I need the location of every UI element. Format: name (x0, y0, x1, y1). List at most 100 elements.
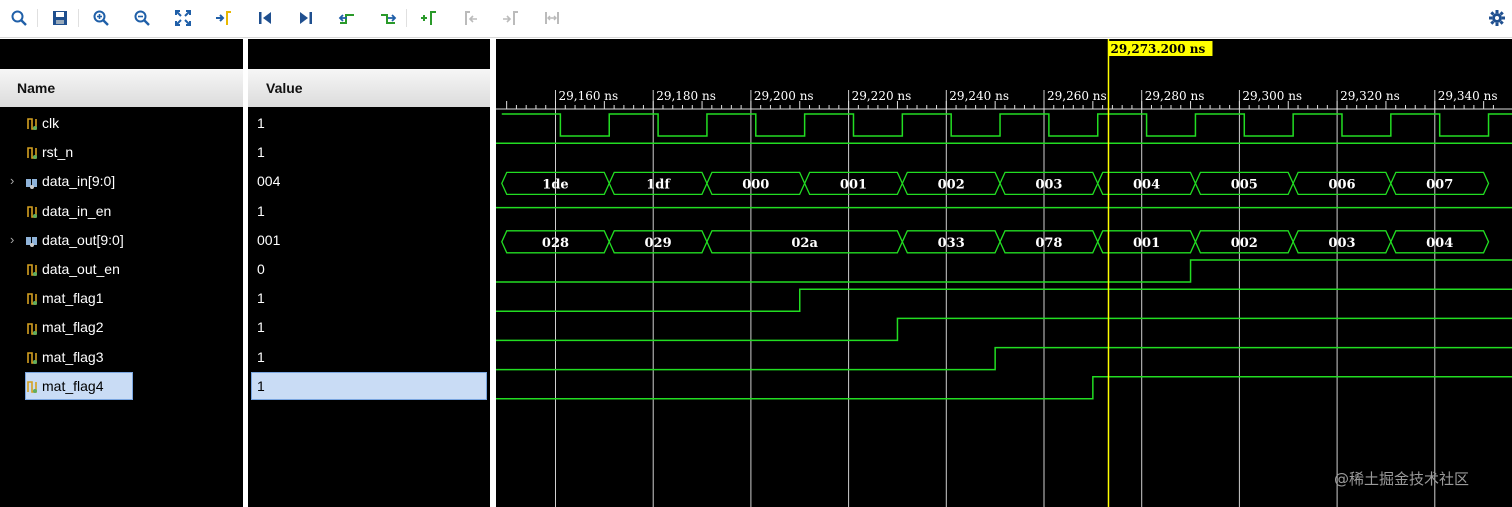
data-in-value-label: 005 (1231, 177, 1258, 192)
signal-name-label: mat_flag3 (42, 348, 104, 365)
signal-name-data_out_en[interactable]: data_out_en (26, 256, 226, 282)
bit-signal-icon (27, 381, 37, 394)
signal-name-data_out[interactable]: › data_out[9:0] (10, 227, 226, 253)
waveform-canvas[interactable]: 29,160 ns 29,180 ns 29,200 ns 29,220 ns 29,2… (496, 39, 1512, 507)
time-tick-label: 29,340 ns (1438, 89, 1498, 103)
signal-name-data_in[interactable]: › data_in[9:0] (10, 168, 226, 194)
zoom-in-icon[interactable] (90, 7, 112, 29)
zoom-fit-icon[interactable] (172, 7, 194, 29)
data-in-value-label: 006 (1328, 177, 1355, 192)
signal-value[interactable]: 0 (257, 261, 265, 277)
signal-name-label: rst_n (42, 144, 74, 161)
time-tick-label: 29,200 ns (754, 89, 814, 103)
signal-name-mat_flag4[interactable]: mat_flag4 (25, 371, 133, 400)
panel-splitter[interactable] (243, 39, 248, 507)
cursor-time-label: 29,273.200 ns (1110, 42, 1205, 56)
signal-value[interactable]: 1 (257, 319, 265, 336)
data-in-value-label: 002 (938, 177, 965, 192)
value-panel (248, 39, 490, 507)
time-tick-label: 29,180 ns (656, 89, 716, 103)
data-in-segment (1390, 171, 1490, 196)
data-out-value-label: 078 (1035, 236, 1062, 251)
mat-flag2-waveform (496, 317, 1512, 342)
bit-signal-icon (27, 118, 37, 131)
time-tick-label: 29,240 ns (949, 89, 1009, 103)
data-in-value-label: 001 (840, 177, 867, 192)
panel-splitter[interactable] (490, 39, 496, 507)
signal-value[interactable]: 1 (257, 144, 265, 161)
signal-name-label: data_in_en (42, 202, 112, 219)
toolbar (0, 0, 1512, 38)
data-in-value-label: 1df (646, 177, 671, 192)
time-tick-label: 29,160 ns (559, 89, 619, 103)
bit-signal-icon (27, 206, 37, 218)
data-out-segment (1390, 230, 1490, 254)
mat-flag3-waveform (496, 346, 1512, 371)
signal-value[interactable]: 1 (257, 348, 265, 365)
next-marker-icon (500, 7, 522, 29)
signal-name-mat_flag3[interactable]: mat_flag3 (26, 344, 226, 370)
data-in-value-label: 1de (542, 177, 568, 192)
signal-name-label: mat_flag1 (42, 290, 104, 307)
signal-name-label: clk (42, 115, 60, 131)
signal-name-label: mat_flag2 (42, 319, 104, 336)
swap-cursors-icon (541, 7, 563, 29)
signal-name-rst_n[interactable]: rst_n (26, 139, 226, 165)
signal-value[interactable]: 1 (257, 290, 265, 307)
data-out-value-label: 028 (542, 236, 569, 251)
data-in-value-label: 004 (1133, 177, 1160, 192)
name-column-header[interactable]: Name (0, 69, 243, 107)
bus-signal-icon (26, 237, 37, 248)
go-to-start-icon[interactable] (254, 7, 276, 29)
signal-name-mat_flag1[interactable]: mat_flag1 (26, 285, 226, 311)
data-in-value-label: 007 (1426, 177, 1453, 192)
expand-chevron-icon[interactable]: › (10, 173, 15, 189)
next-transition-icon[interactable] (377, 7, 399, 29)
time-tick-label: 29,280 ns (1145, 89, 1205, 103)
mat-flag1-waveform (496, 288, 1512, 312)
bus-signal-icon (26, 178, 37, 189)
expand-chevron-icon[interactable]: › (10, 231, 15, 247)
signal-name-mat_flag2[interactable]: mat_flag2 (26, 314, 226, 340)
data-out-value-label: 029 (645, 236, 672, 251)
name-panel (0, 39, 243, 507)
signal-name-data_in_en[interactable]: data_in_en (26, 198, 226, 224)
signal-name-label: data_out_en (42, 261, 120, 277)
zoom-out-icon[interactable] (131, 7, 153, 29)
data-out-value-label: 002 (1231, 236, 1258, 251)
signal-value[interactable]: 004 (257, 173, 281, 190)
signal-name-label: data_in[9:0] (42, 173, 116, 190)
gear-icon[interactable] (1486, 7, 1508, 29)
go-to-end-icon[interactable] (295, 7, 317, 29)
time-tick-label: 29,320 ns (1340, 89, 1400, 103)
signal-name-clk[interactable]: clk (26, 110, 226, 136)
data-out-value-label: 003 (1328, 236, 1355, 251)
data-out-value-label: 033 (938, 236, 965, 251)
signal-value[interactable]: 1 (257, 202, 265, 219)
data-out-value-label: 02a (791, 236, 818, 251)
save-icon[interactable] (49, 7, 71, 29)
data-out-value-label: 001 (1133, 236, 1160, 251)
previous-marker-icon (459, 7, 481, 29)
time-tick-label: 29,300 ns (1242, 89, 1302, 103)
data-out-en-waveform (496, 259, 1512, 283)
data-in-value-label: 000 (742, 177, 769, 192)
value-column-header[interactable]: Value (248, 69, 490, 107)
search-icon[interactable] (8, 7, 30, 29)
bit-signal-icon (27, 293, 37, 306)
signal-value[interactable]: 1 (251, 371, 487, 400)
bit-signal-icon (27, 322, 37, 335)
signal-name-label: mat_flag4 (42, 377, 104, 394)
signal-value[interactable]: 001 (257, 231, 281, 248)
cursor-label-box (1108, 41, 1213, 56)
data-out-value-label: 004 (1426, 236, 1453, 251)
go-to-cursor-icon[interactable] (213, 7, 235, 29)
signal-name-label: data_out[9:0] (42, 231, 124, 248)
bit-signal-icon (27, 264, 37, 277)
previous-transition-icon[interactable] (336, 7, 358, 29)
bit-signal-icon (27, 352, 37, 364)
time-tick-label: 29,220 ns (852, 89, 912, 103)
bit-signal-icon (27, 147, 37, 160)
signal-value[interactable]: 1 (257, 115, 265, 131)
add-marker-icon[interactable] (418, 7, 440, 29)
